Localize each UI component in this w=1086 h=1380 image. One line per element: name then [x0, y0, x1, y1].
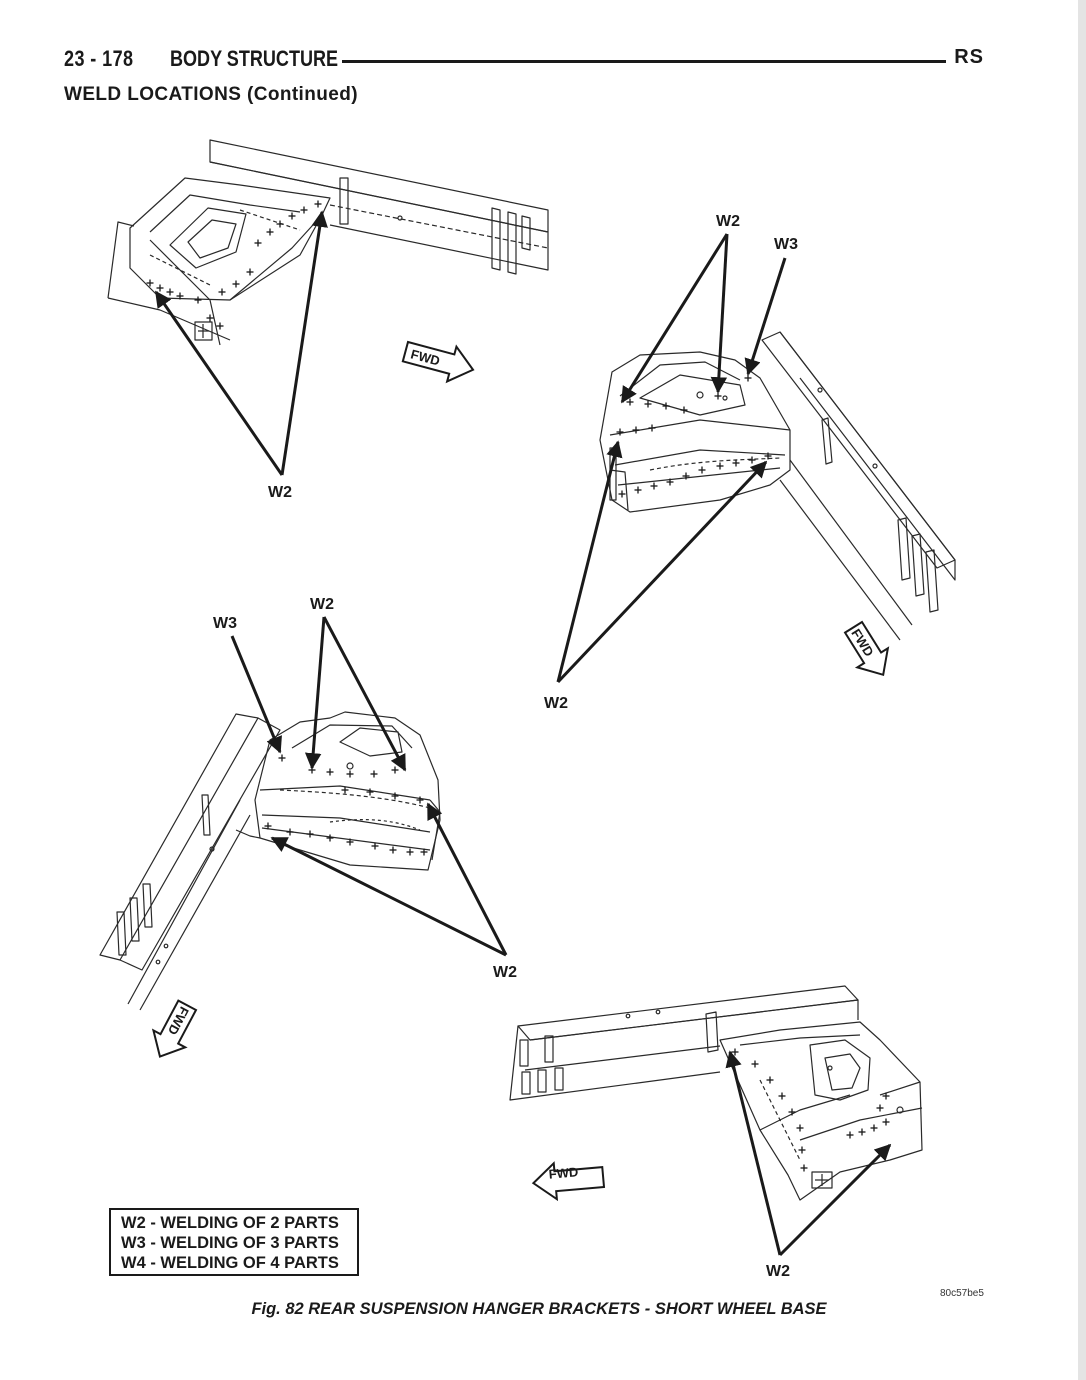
view-1-weld-marks — [145, 199, 323, 331]
callout-w3: W3 — [213, 615, 237, 632]
image-code: 80c57be5 — [940, 1288, 984, 1299]
legend-item: W4 - WELDING OF 4 PARTS — [121, 1254, 339, 1272]
fwd-label: FWD — [409, 346, 441, 368]
view-2-leader-lines — [556, 233, 787, 684]
section-title: BODY STRUCTURE — [170, 46, 339, 71]
fwd-arrow-icon: FWD — [531, 1161, 606, 1202]
view-3-leader-lines — [230, 616, 508, 957]
header-rule — [342, 60, 946, 63]
view-4-leader-lines — [725, 1050, 892, 1257]
weld-locations-diagram: W2 FWD — [99, 139, 956, 1280]
callout-w2: W2 — [310, 596, 334, 613]
figure-caption: Fig. 82 REAR SUSPENSION HANGER BRACKETS … — [251, 1300, 827, 1318]
fwd-arrow-icon: FWD — [843, 620, 890, 677]
view-3-weld-marks — [263, 753, 429, 857]
fwd-arrow-icon: FWD — [401, 340, 475, 384]
view-4-drawing — [509, 985, 923, 1201]
page-number: 23 - 178 — [64, 46, 134, 71]
model-code: RS — [954, 46, 984, 68]
weld-legend: W2 - WELDING OF 2 PARTS W3 - WELDING OF … — [109, 1208, 359, 1276]
legend-item: W2 - WELDING OF 2 PARTS — [121, 1214, 339, 1232]
page-header: 23 - 178 BODY STRUCTURE RS — [64, 44, 984, 76]
callout-w2: W2 — [493, 964, 517, 981]
page-edge-shadow — [1078, 0, 1086, 1380]
callout-w2: W2 — [716, 213, 740, 230]
view-3-drawing — [99, 711, 441, 1011]
callout-w2: W2 — [766, 1263, 790, 1280]
fwd-arrow-icon: FWD — [151, 999, 198, 1058]
legend-item: W3 - WELDING OF 3 PARTS — [121, 1234, 339, 1252]
subsection-title: WELD LOCATIONS (Continued) — [64, 84, 358, 105]
fwd-label: FWD — [548, 1164, 579, 1182]
callout-w3: W3 — [774, 236, 798, 253]
callout-w2: W2 — [544, 695, 568, 712]
view-1-drawing — [107, 139, 549, 346]
callout-w2: W2 — [268, 484, 292, 501]
view-1-leader-lines — [154, 210, 328, 476]
